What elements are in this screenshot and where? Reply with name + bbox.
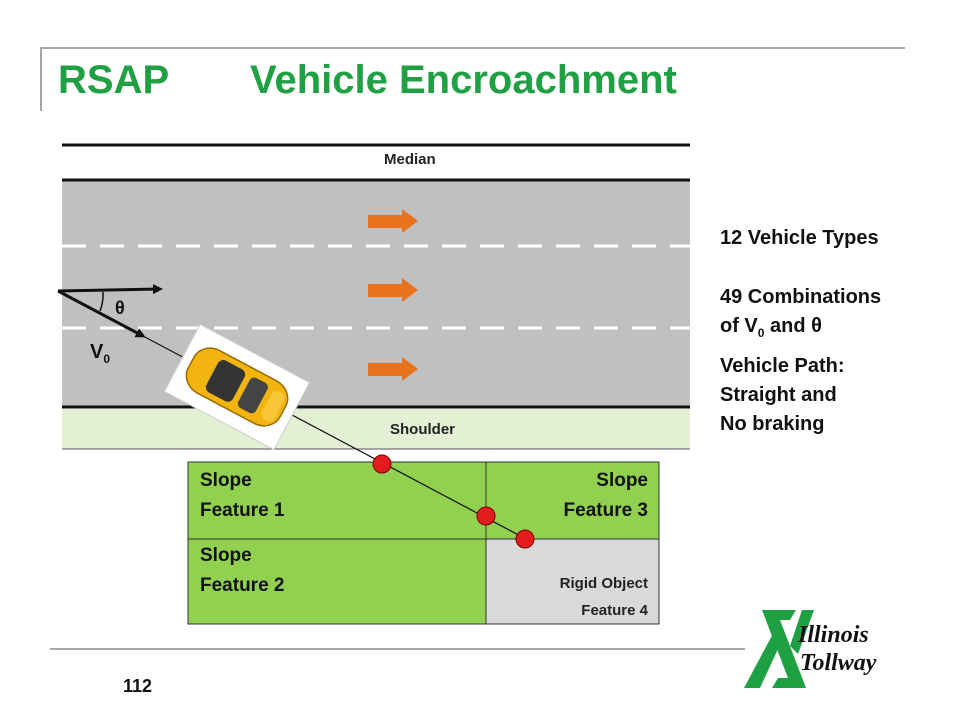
logo-tollway-text: Tollway [800,650,877,676]
angle-arc [99,291,104,312]
tollway-x-mark-icon [744,610,814,688]
rigid-object-line1: Rigid Object [559,575,648,592]
slope-feature-2-line1: Slope [200,545,252,566]
impact-marker-feature-4 [515,529,535,549]
vehicle-car [163,323,311,451]
velocity-letter: V [90,341,104,363]
vehicle-path-line3: No braking [720,413,825,435]
rigid-object-feature-4-label: Rigid Object Feature 4 [560,570,648,624]
combinations-line1: 49 Combinations [720,286,882,308]
direction-arrow-lane-1 [368,209,418,233]
slope-feature-1-box [187,461,487,540]
slope-feature-3-line2: Feature 3 [563,500,648,521]
top-border-line [40,47,905,49]
direction-arrow-lane-2 [368,278,418,302]
combinations-line2-sub: 0 [757,326,765,340]
impact-marker-feature-1 [372,454,392,474]
vehicle-path-text: Vehicle Path: Straight and No braking [720,352,845,439]
slope-feature-2-line2: Feature 2 [200,575,285,596]
velocity-label: V0 [90,341,110,366]
combinations-line2-prefix: of V [720,315,758,337]
reference-direction-arrow [57,284,163,295]
combinations-text: 49 Combinations of V0 and θ [720,283,881,348]
shoulder-area [62,409,690,449]
rigid-object-feature-4-box [485,538,660,625]
velocity-vector-arrow [57,289,146,338]
bottom-border-line [50,648,745,650]
combinations-line2: of V0 and θ [720,312,881,348]
slope-feature-3-box [485,461,660,540]
illinois-tollway-logo: Illinois Tollway [744,606,910,692]
slope-feature-3-label: Slope Feature 3 [564,466,648,526]
left-border-line [40,47,42,111]
rigid-object-line2: Feature 4 [581,602,648,619]
median-label: Median [384,151,436,168]
combinations-line2-suffix: and θ [764,315,822,337]
velocity-subscript: 0 [103,352,111,366]
slope-feature-1-line2: Feature 1 [200,500,285,521]
vehicle-types-text: 12 Vehicle Types [720,227,879,249]
impact-marker-feature-3 [476,506,496,526]
slope-feature-3-line1: Slope [596,470,648,491]
slope-feature-2-label: Slope Feature 2 [200,541,284,601]
page-number: 112 [123,676,153,696]
logo-illinois-text: Illinois [798,622,869,648]
direction-arrow-lane-3 [368,357,418,381]
title-rsap: RSAP [58,58,170,102]
slope-feature-1-label: Slope Feature 1 [200,466,284,526]
vehicle-path-line1: Vehicle Path: [720,355,845,377]
shoulder-label: Shoulder [390,421,456,438]
theta-label: θ [115,298,125,318]
vehicle-path-line2: Straight and [720,384,837,406]
slope-feature-1-line1: Slope [200,470,252,491]
title-vehicle-encroachment: Vehicle Encroachment [250,58,677,102]
